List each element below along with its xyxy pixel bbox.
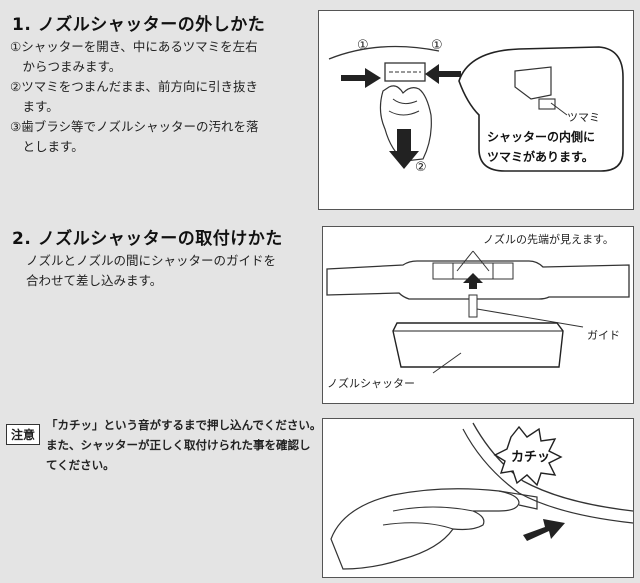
mark-right: ① xyxy=(431,38,443,53)
mark-left: ① xyxy=(357,38,369,53)
shutter-illustration xyxy=(392,322,564,368)
label-nozzle-tip: ノズルの先端が見えます。 xyxy=(483,232,614,246)
caution-badge: 注意 xyxy=(6,424,41,445)
hand-push-illustration xyxy=(330,488,520,570)
click-burst-icon xyxy=(493,425,563,487)
guide-illustration xyxy=(468,294,478,318)
section2-step-line: 合わせて差し込みます。 xyxy=(26,273,163,288)
callout-line-1: シャッターの内側に xyxy=(487,129,595,144)
callout-line-2: ツマミがあります。 xyxy=(487,149,594,164)
knob-label: ツマミ xyxy=(567,111,600,124)
label-shutter: ノズルシャッター xyxy=(327,376,415,390)
arrow-up-icon xyxy=(463,273,483,289)
section1-step-line: ①シャッターを開き、中にあるツマミを左右 xyxy=(10,39,258,54)
arrow-down-icon xyxy=(389,129,419,169)
caution-line: てください。 xyxy=(46,458,115,472)
arrow-push-icon xyxy=(523,519,565,541)
section2-title: 2. ノズルシャッターの取付けかた xyxy=(12,229,283,249)
seat-curve xyxy=(328,45,440,60)
arrow-left-icon xyxy=(425,64,461,84)
caution-figure: カチッ xyxy=(322,418,634,578)
section1-step-line: からつまみます。 xyxy=(10,59,122,74)
arrow-right-icon xyxy=(341,68,381,88)
section1-step-line: ③歯ブラシ等でノズルシャッターの汚れを落 xyxy=(10,119,259,134)
hand-illustration xyxy=(379,85,432,162)
section1-title: 1. ノズルシャッターの外しかた xyxy=(12,15,266,35)
removal-figure: ① ① ② ツマミ シャッターの内側に ツマミがあります。 xyxy=(318,10,634,210)
caution-line: また、シャッターが正しく取付けられた事を確認し xyxy=(46,438,311,452)
label-guide: ガイド xyxy=(587,329,620,342)
knob-illustration xyxy=(514,66,552,100)
install-figure: ノズルの先端が見えます。 ガイド ノズルシャッター xyxy=(322,226,634,404)
section1-step-line: とします。 xyxy=(10,139,84,154)
section1-step-line: ②ツマミをつまんだまま、前方向に引き抜き xyxy=(10,79,258,94)
section1-step-line: ます。 xyxy=(10,99,59,114)
caution-line: 「カチッ」という音がするまで押し込んでください。 xyxy=(46,418,322,432)
seat-edge xyxy=(472,422,633,512)
mark-down: ② xyxy=(415,160,427,175)
click-sound: カチッ xyxy=(511,450,550,465)
section2-step-line: ノズルとノズルの間にシャッターのガイドを xyxy=(26,253,277,268)
